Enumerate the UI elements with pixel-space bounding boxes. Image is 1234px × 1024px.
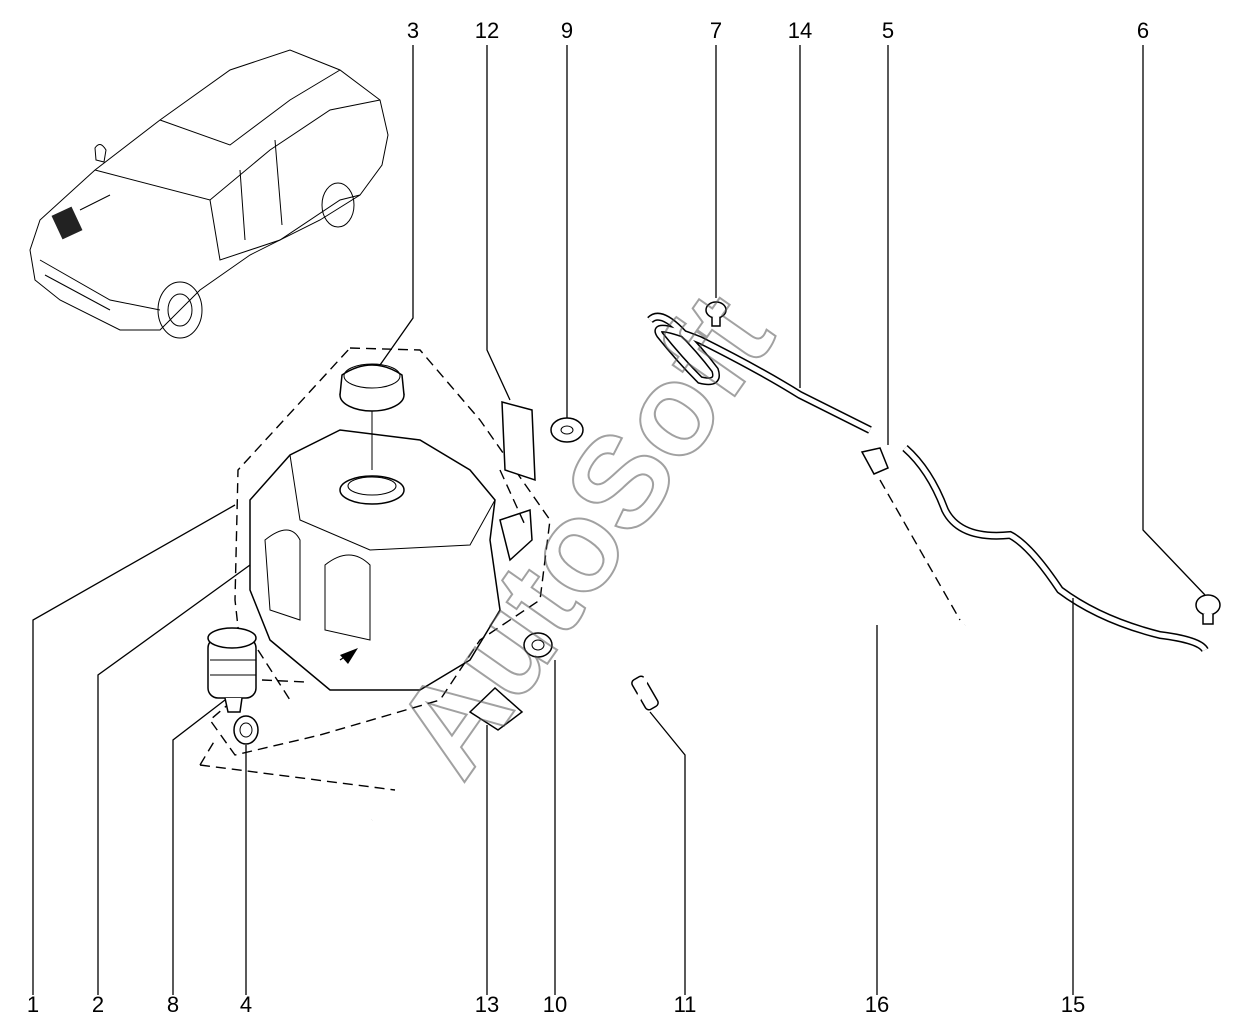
leader-lines — [32, 45, 1206, 995]
callout-13: 13 — [475, 992, 499, 1017]
pad-13 — [468, 686, 524, 731]
car-overview-illustration — [29, 49, 389, 339]
callout-5: 5 — [882, 18, 894, 43]
grommet-4 — [233, 715, 259, 745]
callout-4: 4 — [240, 992, 252, 1017]
callout-9: 9 — [561, 18, 573, 43]
nozzle-6 — [1195, 594, 1221, 625]
washer-pump — [207, 627, 257, 713]
callout-1: 1 — [27, 992, 39, 1017]
nozzle-7 — [705, 301, 727, 327]
hose-15 — [902, 444, 1209, 653]
grommet-10 — [523, 632, 553, 658]
hose-16 — [367, 457, 966, 849]
callout-3: 3 — [407, 18, 419, 43]
callout-16: 16 — [865, 992, 889, 1017]
callout-labels: 3 12 9 7 14 5 6 1 2 8 4 13 10 11 16 15 — [27, 18, 1149, 1017]
callout-6: 6 — [1137, 18, 1149, 43]
callout-2: 2 — [92, 992, 104, 1017]
hose-14 — [647, 312, 872, 434]
filler-cap — [339, 363, 405, 470]
callout-14: 14 — [788, 18, 812, 43]
assembly-outline — [209, 347, 551, 756]
connector-5 — [860, 447, 889, 475]
callout-8: 8 — [167, 992, 179, 1017]
callout-7: 7 — [710, 18, 722, 43]
bracket-12 — [501, 401, 536, 482]
callout-12: 12 — [475, 18, 499, 43]
callout-11: 11 — [674, 992, 697, 1017]
callout-15: 15 — [1061, 992, 1085, 1017]
callout-10: 10 — [543, 992, 567, 1017]
